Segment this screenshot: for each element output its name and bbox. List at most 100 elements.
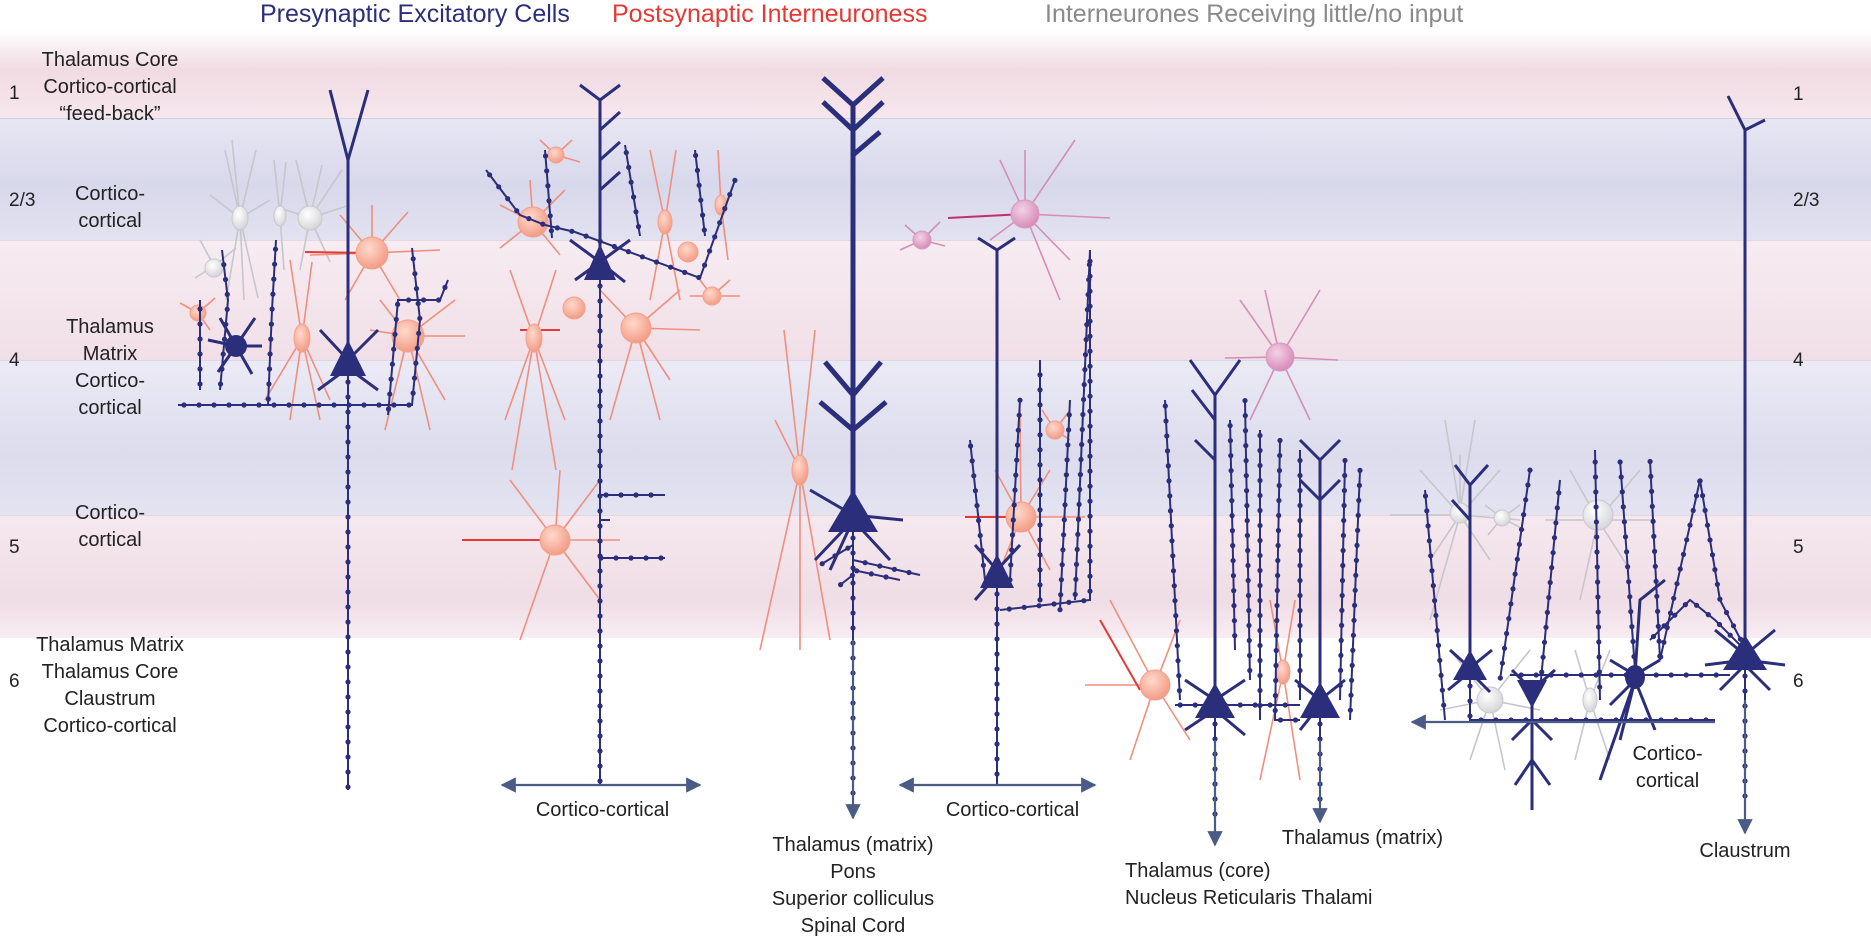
axon-bouton — [1275, 542, 1281, 549]
axon-bouton — [1229, 498, 1235, 504]
axon-bouton — [1594, 564, 1600, 570]
axon-bouton — [345, 499, 351, 505]
axon-bouton — [994, 621, 1000, 627]
axon-bouton — [345, 784, 351, 790]
pink-interneuron-soma — [391, 319, 425, 353]
target-l5-projection: Pons — [830, 861, 876, 883]
axon-bouton — [345, 409, 351, 415]
axon-bouton — [1595, 579, 1601, 585]
axon-bouton — [1317, 721, 1323, 727]
axon-bouton — [1037, 417, 1043, 423]
axon-bouton — [1192, 702, 1198, 708]
axon-bouton — [1593, 519, 1599, 525]
axon-bouton — [1437, 657, 1443, 664]
axon-bouton — [701, 227, 707, 233]
axon-bouton — [1021, 604, 1027, 610]
target-l5-projections: Thalamus (matrix) Pons Superior collicul… — [748, 832, 958, 938]
axon-bouton — [345, 424, 351, 430]
axon-bouton — [1257, 657, 1263, 664]
axon-bouton — [1506, 616, 1512, 622]
pink-interneuron-soma — [517, 206, 549, 238]
axon-red — [1099, 619, 1141, 691]
axon-bouton — [414, 345, 420, 351]
axon-bouton — [1227, 438, 1233, 444]
axon-bouton — [1693, 493, 1700, 499]
layer-1-band — [0, 30, 1871, 118]
axon-bouton — [1547, 579, 1553, 586]
axon-bouton — [1037, 597, 1043, 603]
axon-bouton — [268, 336, 274, 342]
axon-bouton — [345, 649, 351, 655]
axon-bouton — [1084, 322, 1090, 328]
pink-interneuron-soma — [677, 241, 699, 263]
axon-bouton — [1501, 645, 1508, 651]
axon-bouton — [702, 262, 708, 268]
axon-boutons — [1162, 398, 1363, 825]
axon-bouton — [968, 443, 974, 449]
axon-bouton — [1073, 576, 1079, 583]
axon-bouton — [1066, 427, 1072, 433]
stellate-soma — [1625, 665, 1645, 689]
axon-bouton — [1037, 447, 1043, 453]
axon-bouton — [1658, 654, 1664, 660]
axon-bouton — [1037, 567, 1043, 573]
axon-bouton — [849, 572, 856, 579]
axon-bouton — [1247, 667, 1253, 674]
axon-bouton — [1516, 541, 1522, 548]
axon-bouton — [994, 666, 1000, 672]
axon-bouton — [1087, 408, 1093, 414]
axon-bouton — [1527, 467, 1533, 473]
axon-bouton — [1243, 458, 1249, 464]
axon-bouton — [1257, 597, 1263, 604]
axon-bouton — [1075, 516, 1082, 523]
axon-bouton — [1257, 627, 1263, 634]
axon-bouton — [1355, 527, 1361, 534]
axon-bouton — [1638, 672, 1644, 678]
axon-bouton — [223, 321, 229, 327]
neuron-group-7 — [1649, 95, 1786, 835]
axon-bouton — [1717, 596, 1723, 602]
axon-bouton — [197, 306, 203, 312]
axon-bouton — [1661, 623, 1667, 629]
axon-bouton — [442, 284, 448, 290]
axon-bouton — [1653, 672, 1659, 678]
axon-bouton — [1078, 456, 1084, 463]
axon-bouton — [1354, 542, 1360, 549]
axon-bouton — [1065, 442, 1071, 448]
axon-bouton — [266, 381, 272, 387]
axon-bouton — [1008, 562, 1014, 568]
layer-5-inputs: Cortico- cortical — [40, 500, 180, 554]
axon-bouton — [597, 538, 603, 544]
axon-bouton — [658, 555, 664, 561]
neuron-group-4 — [898, 139, 1111, 793]
layer-5-input: cortical — [78, 529, 142, 551]
axon-bouton — [1297, 562, 1303, 569]
axon-bouton — [345, 634, 351, 640]
axon-bouton — [696, 274, 702, 281]
axon-bouton — [221, 262, 227, 268]
axon-bouton — [1504, 630, 1510, 637]
axon-bouton — [1347, 707, 1353, 713]
axon-bouton — [1087, 543, 1093, 549]
axon-bouton — [1063, 487, 1069, 493]
neuron-group-6 — [1390, 419, 1730, 810]
axon-boutons — [819, 532, 921, 805]
axon-bouton — [597, 763, 603, 769]
axon-bouton — [1076, 501, 1082, 507]
axon-bouton — [269, 306, 275, 312]
layer-1-input: Cortico-cortical — [43, 76, 177, 98]
axon-bouton — [1737, 636, 1743, 642]
axon-bouton — [854, 568, 860, 574]
axon-bouton — [1618, 474, 1624, 480]
axon-bouton — [1707, 537, 1713, 543]
axon-bouton — [436, 297, 442, 303]
axon-bouton — [1667, 610, 1674, 616]
axon-bouton — [597, 523, 603, 529]
axon-bouton — [1671, 595, 1677, 601]
axon-bouton — [1081, 396, 1087, 403]
axon-bouton — [994, 651, 1000, 657]
axon-bouton — [1297, 667, 1303, 674]
axon-bouton — [345, 559, 351, 565]
pyramidal-cell-soma — [330, 340, 366, 376]
